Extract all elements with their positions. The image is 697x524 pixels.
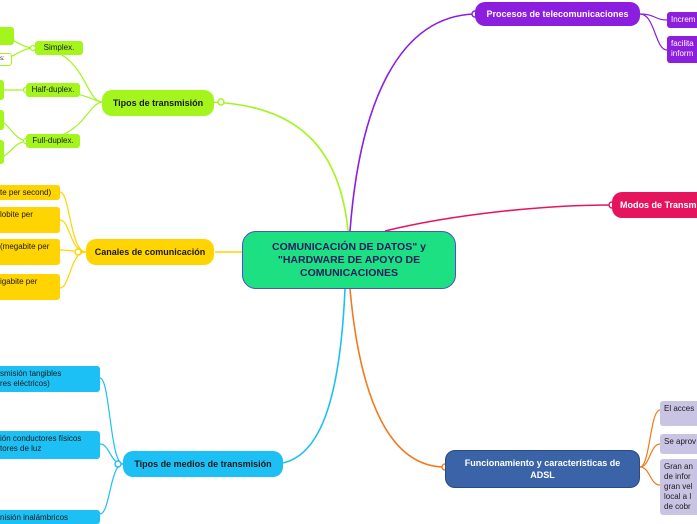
branch-tipos-de-medios[interactable]: Tipos de medios de transmisión bbox=[123, 451, 283, 477]
leaf-procesos-2[interactable]: facilita inform bbox=[667, 36, 697, 63]
connector-modos bbox=[384, 204, 613, 232]
connector-procesos bbox=[349, 13, 476, 232]
connector-medios bbox=[274, 288, 346, 465]
subtopic-full-duplex[interactable]: Full-duplex. bbox=[26, 134, 80, 148]
leaf-full-duplex-1[interactable] bbox=[0, 110, 4, 130]
central-topic[interactable]: COMUNICACIÓN DE DATOS" y "HARDWARE DE AP… bbox=[242, 231, 456, 289]
leaf-procesos-1[interactable]: Increm bbox=[667, 12, 697, 28]
leaf-simplex-1[interactable] bbox=[0, 27, 14, 45]
leaf-adsl-1[interactable]: El acces bbox=[660, 401, 697, 426]
branch-procesos-de-telecomunicaciones[interactable]: Procesos de telecomunicaciones bbox=[475, 2, 640, 26]
leaf-simplex-2[interactable]: s: bbox=[0, 53, 12, 66]
subtopic-half-duplex[interactable]: Half-duplex. bbox=[26, 83, 80, 97]
leaf-canales-2[interactable]: lobite per bbox=[0, 207, 60, 233]
leaf-canales-4[interactable]: igabite per bbox=[0, 274, 60, 300]
leaf-half-duplex-1[interactable] bbox=[0, 80, 4, 100]
subtopic-simplex[interactable]: Simplex. bbox=[35, 41, 83, 55]
leaf-medios-2[interactable]: ión conductores físicos tores de luz bbox=[0, 431, 100, 459]
leaf-medios-3[interactable]: nisión inalámbricos bbox=[0, 510, 100, 524]
leaf-adsl-3[interactable]: Gran an de infor gran vel local a l de c… bbox=[660, 459, 697, 515]
connector-adsl bbox=[349, 288, 446, 468]
branch-tipos-de-transmision[interactable]: Tipos de transmisión bbox=[102, 90, 214, 116]
leaf-medios-1[interactable]: smisión tangibles res eléctricos) bbox=[0, 366, 100, 392]
branch-funcionamiento-adsl[interactable]: Funcionamiento y características de ADSL bbox=[445, 450, 640, 488]
leaf-canales-1[interactable]: te per second) bbox=[0, 185, 60, 200]
connector-tipos bbox=[209, 101, 349, 232]
branch-canales-de-comunicacion[interactable]: Canales de comunicación bbox=[86, 239, 214, 265]
leaf-adsl-2[interactable]: Se aprov bbox=[660, 434, 697, 454]
leaf-full-duplex-2[interactable] bbox=[0, 140, 4, 164]
leaf-canales-3[interactable]: (megabite per bbox=[0, 239, 60, 265]
branch-modos-de-transmision[interactable]: Modos de Transm bbox=[612, 192, 697, 218]
